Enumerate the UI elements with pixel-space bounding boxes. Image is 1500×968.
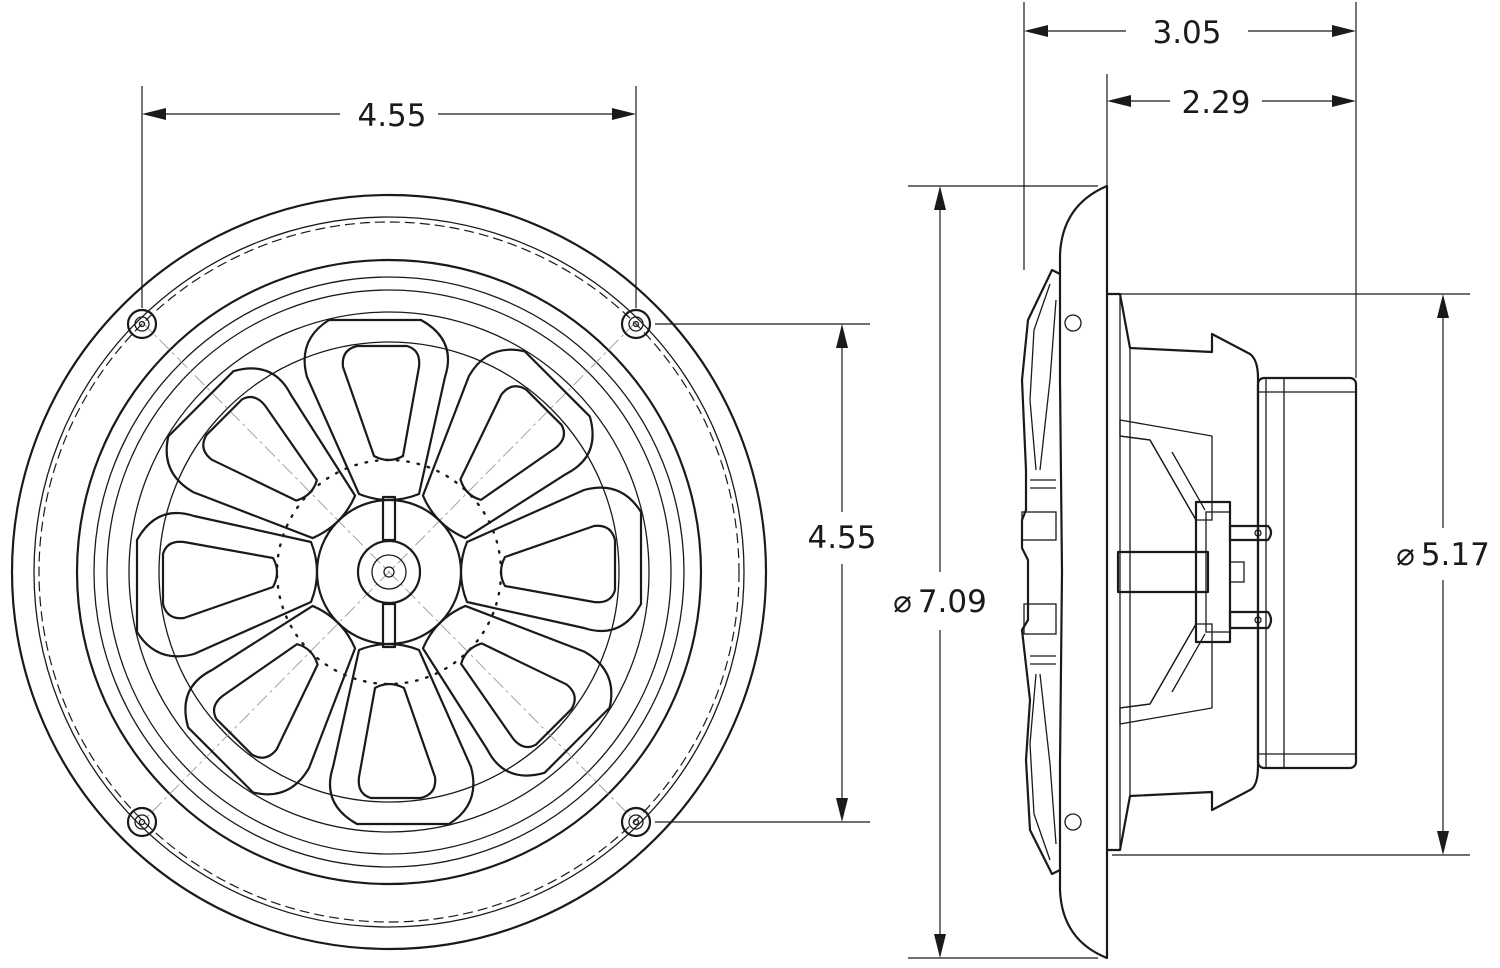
grille-spoke-top-right <box>379 333 611 564</box>
overall-depth-dimension: 3.05 <box>1023 2 1357 378</box>
grille-hub-dotted-ring <box>275 458 503 686</box>
cutout-diameter-dimension-label: ⌀5.17 <box>1396 537 1490 573</box>
grille-spoke-top-left <box>150 350 381 582</box>
terminal-negative <box>1228 610 1273 630</box>
tweeter-bridge-top <box>381 495 397 542</box>
bolt-hole-top-left <box>126 308 158 340</box>
grille-tab-upper <box>1021 511 1057 541</box>
tweeter-dome <box>371 554 407 590</box>
overall-depth-dimension-label: 3.05 <box>1152 15 1221 51</box>
front-vertical-dimension-label: 4.55 <box>807 520 876 556</box>
terminal-clip <box>1229 561 1245 583</box>
cone-edge <box>158 341 620 803</box>
bolt-circle <box>38 221 740 923</box>
mount-depth-dimension-label: 2.29 <box>1181 85 1250 121</box>
grille-spoke-top <box>303 318 450 502</box>
magnet <box>1256 376 1358 770</box>
bolt-hole-bottom-left <box>126 806 158 838</box>
grille-spoke-bottom-right <box>397 562 628 794</box>
side-view: 3.05 2.29 ⌀7.09 <box>893 2 1490 960</box>
tweeter-center <box>383 566 395 578</box>
tweeter-housing <box>315 498 463 646</box>
terminal-block <box>1194 500 1232 644</box>
basket-window-upper <box>1119 419 1213 521</box>
cone-surround-outer <box>106 289 672 855</box>
bolt-hole-bottom-right <box>620 806 652 838</box>
front-horizontal-dimension: 4.55 <box>141 86 637 308</box>
outer-flange-ring <box>10 193 768 951</box>
outer-diameter-dimension-label: ⌀7.09 <box>893 584 987 620</box>
terminal-positive <box>1228 524 1273 542</box>
voice-coil-former <box>1116 550 1210 594</box>
flange-profile <box>1058 184 1109 960</box>
flange-mounting-hole-top <box>1064 314 1082 332</box>
grille-ring <box>93 276 685 868</box>
flange-mounting-hole-bottom <box>1064 813 1082 831</box>
mount-depth-dimension: 2.29 <box>1106 74 1356 186</box>
grille-tab-lower <box>1023 603 1057 635</box>
grille-spoke-bottom <box>328 642 475 826</box>
basket-window-lower <box>1119 623 1213 725</box>
grille-spoke-bottom-left <box>167 580 399 811</box>
tweeter-bridge-bottom <box>381 602 397 649</box>
bolt-hole-top-right <box>620 308 652 340</box>
flange-inner-ring <box>33 216 745 928</box>
front-view: 4.55 4.55 <box>10 86 877 951</box>
front-vertical-dimension: 4.55 <box>655 323 877 823</box>
grille-spoke-right <box>459 486 643 633</box>
grille-side-profile <box>1020 268 1062 876</box>
outer-diameter-dimension: ⌀7.09 <box>893 185 1098 959</box>
front-horizontal-dimension-label: 4.55 <box>357 98 426 134</box>
center-line-diagonal-2 <box>141 321 637 823</box>
grille-spoke-left <box>135 511 319 658</box>
cutout-diameter-dimension: ⌀5.17 <box>1112 293 1490 856</box>
grille-outer-edge <box>75 258 703 886</box>
cone-surround-inner <box>128 311 650 833</box>
